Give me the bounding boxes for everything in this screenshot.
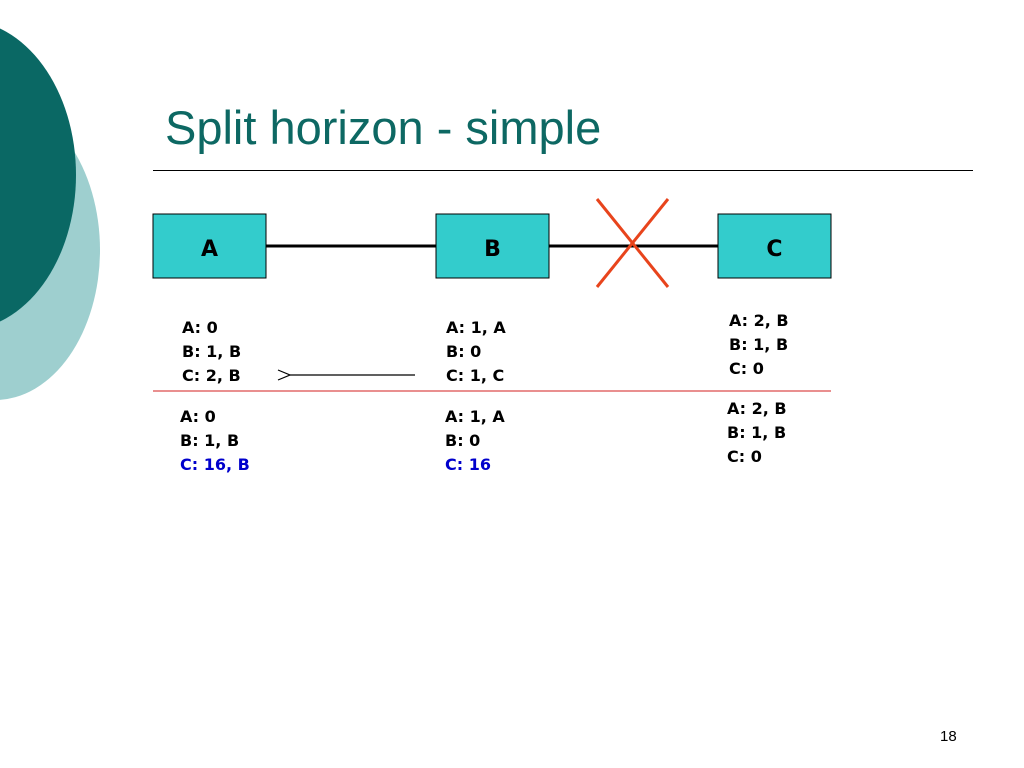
route-entry: C: 1, C [446,366,505,385]
node-a: A [152,213,267,279]
route-entry: B: 1, B [727,423,787,442]
route-entry: B: 0 [445,431,481,450]
route-entry: C: 2, B [182,366,241,385]
route-entry: A: 0 [180,407,216,426]
routing-table-c-before: A: 2, B B: 1, B C: 0 [729,309,789,381]
route-entry: A: 1, A [445,407,505,426]
route-entry: C: 0 [729,359,764,378]
link-break-stroke [595,198,670,288]
node-b: B [435,213,550,279]
node-c-label: C [766,237,782,262]
page-number: 18 [940,728,957,745]
title-underline [153,170,973,171]
node-c-box [717,213,832,279]
route-entry: A: 0 [182,318,218,337]
route-entry: A: 2, B [729,311,789,330]
slide-title: Split horizon - simple [165,101,602,154]
routing-table-b-before: A: 1, A B: 0 C: 1, C [446,316,506,388]
route-entry: B: 0 [446,342,482,361]
route-entry: B: 1, B [729,335,789,354]
node-b-box [435,213,550,279]
node-b-label: B [484,237,501,262]
route-entry: B: 1, B [180,431,240,450]
route-entry: A: 2, B [727,399,787,418]
route-entry: A: 1, A [446,318,506,337]
routing-table-b-after: A: 1, A B: 0 C: 16 [445,405,505,477]
route-entry-changed: C: 16 [445,455,491,474]
node-c: C [717,213,832,279]
link-break-x [595,198,670,288]
node-a-label: A [201,237,218,262]
routing-table-a-before: A: 0 B: 1, B C: 2, B [182,316,241,388]
route-entry: C: 0 [727,447,762,466]
route-entry: B: 1, B [182,342,242,361]
node-a-box [152,213,267,279]
routing-table-c-after: A: 2, B B: 1, B C: 0 [727,397,787,469]
route-entry-changed: C: 16, B [180,455,250,474]
routing-table-a-after: A: 0 B: 1, B C: 16, B [180,405,250,477]
